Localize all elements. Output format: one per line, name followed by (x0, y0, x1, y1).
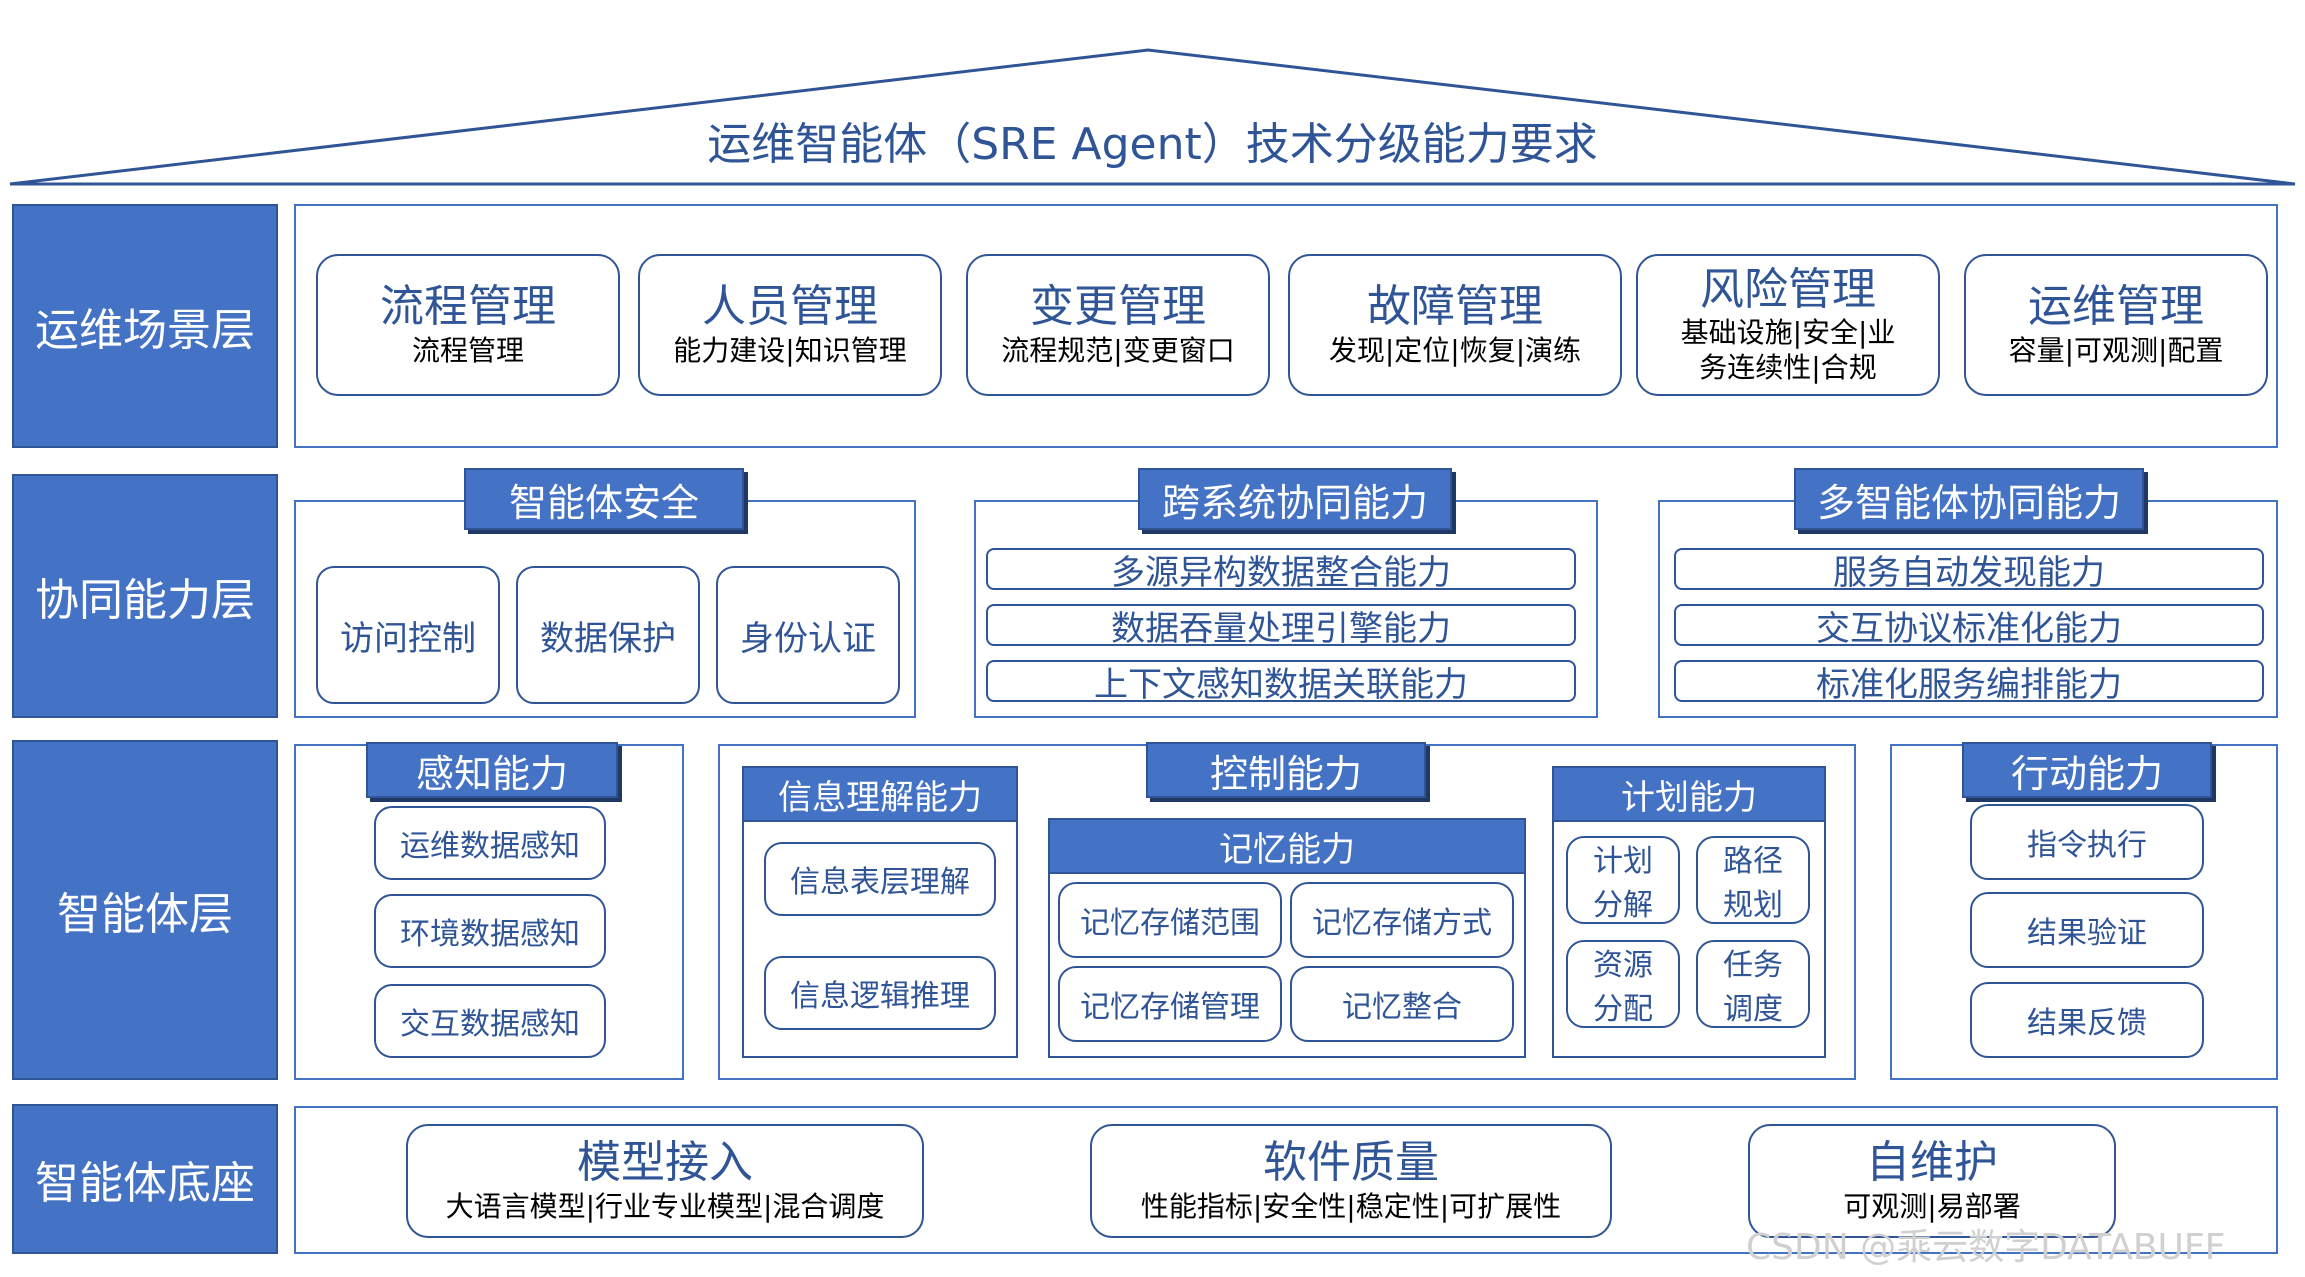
base-card-sub: 大语言模型|行业专业模型|混合调度 (445, 1189, 885, 1223)
roof-outline (9, 48, 2296, 186)
memory-management-box: 记忆存储管理 (1058, 966, 1282, 1042)
base-card-title: 自维护 (1866, 1137, 1998, 1189)
planning-header: 计划能力 (1552, 766, 1826, 822)
memory-header: 记忆能力 (1048, 818, 1526, 874)
base-card-self-maintenance: 自维护 可观测|易部署 (1748, 1124, 2116, 1238)
base-card-quality: 软件质量 性能指标|安全性|稳定性|可扩展性 (1090, 1124, 1612, 1238)
scene-card-risk: 风险管理 基础设施|安全|业 务连续性|合规 (1636, 254, 1940, 396)
perception-item-env-data: 环境数据感知 (374, 894, 606, 968)
base-card-title: 软件质量 (1263, 1137, 1439, 1189)
layer-label-collab: 协同能力层 (12, 474, 278, 718)
plan-resource-box: 资源 分配 (1566, 940, 1680, 1028)
layer-label-scene: 运维场景层 (12, 204, 278, 448)
scene-card-process: 流程管理 流程管理 (316, 254, 620, 396)
multi-agent-header: 多智能体协同能力 (1794, 468, 2144, 530)
plan-box-line1: 计划 (1593, 844, 1653, 879)
perception-item-ops-data: 运维数据感知 (374, 806, 606, 880)
scene-card-title: 流程管理 (380, 281, 556, 333)
plan-box-line2: 分解 (1593, 888, 1653, 923)
data-protection-box: 数据保护 (516, 566, 700, 704)
action-verify-box: 结果验证 (1970, 892, 2204, 968)
scene-card-sub: 基础设施|安全|业 (1680, 316, 1896, 350)
scene-card-change: 变更管理 流程规范|变更窗口 (966, 254, 1270, 396)
cross-item-2: 数据吞量处理引擎能力 (986, 604, 1576, 649)
watermark-text: CSDN @乘云数字DATABUFF (1746, 1227, 2226, 1266)
scene-card-title: 运维管理 (2028, 281, 2204, 333)
cross-item-1: 多源异构数据整合能力 (986, 548, 1576, 593)
security-header: 智能体安全 (464, 468, 744, 530)
cross-item-3: 上下文感知数据关联能力 (986, 660, 1576, 705)
layer-label-base: 智能体底座 (12, 1104, 278, 1254)
cross-system-header: 跨系统协同能力 (1138, 468, 1452, 530)
memory-method-box: 记忆存储方式 (1290, 882, 1514, 958)
info-logic-box: 信息逻辑推理 (764, 956, 996, 1030)
plan-box-line1: 路径 (1723, 844, 1783, 879)
base-card-title: 模型接入 (577, 1137, 753, 1189)
plan-box-line2: 规划 (1723, 888, 1783, 923)
base-card-sub: 可观测|易部署 (1843, 1189, 2021, 1223)
plan-schedule-box: 任务 调度 (1696, 940, 1810, 1028)
plan-box-line2: 调度 (1723, 992, 1783, 1027)
control-header: 控制能力 (1146, 742, 1426, 798)
plan-box-line1: 任务 (1723, 948, 1783, 983)
scene-card-sub: 流程规范|变更窗口 (1001, 333, 1235, 367)
diagram-title: 运维智能体（SRE Agent）技术分级能力要求 (707, 119, 1598, 170)
perception-item-interaction-data: 交互数据感知 (374, 984, 606, 1058)
action-header: 行动能力 (1962, 742, 2212, 798)
action-feedback-box: 结果反馈 (1970, 982, 2204, 1058)
scene-card-incident: 故障管理 发现|定位|恢复|演练 (1288, 254, 1622, 396)
scene-card-sub: 容量|可观测|配置 (2008, 333, 2224, 367)
scene-card-title: 人员管理 (702, 281, 878, 333)
scene-layer-panel (294, 204, 2278, 448)
scene-card-title: 故障管理 (1367, 281, 1543, 333)
plan-decompose-box: 计划 分解 (1566, 836, 1680, 924)
identity-auth-box: 身份认证 (716, 566, 900, 704)
plan-box-line2: 分配 (1593, 992, 1653, 1027)
scene-card-title: 变更管理 (1030, 281, 1206, 333)
memory-scope-box: 记忆存储范围 (1058, 882, 1282, 958)
plan-box-line1: 资源 (1593, 948, 1653, 983)
perception-header: 感知能力 (366, 742, 618, 798)
scene-card-ops: 运维管理 容量|可观测|配置 (1964, 254, 2268, 396)
action-execute-box: 指令执行 (1970, 804, 2204, 880)
scene-card-sub: 发现|定位|恢复|演练 (1328, 333, 1582, 367)
scene-card-sub: 流程管理 (411, 333, 524, 367)
scene-card-sub2: 务连续性|合规 (1699, 351, 1877, 385)
scene-card-people: 人员管理 能力建设|知识管理 (638, 254, 942, 396)
info-understanding-header: 信息理解能力 (742, 766, 1018, 822)
layer-label-agent: 智能体层 (12, 740, 278, 1080)
info-surface-box: 信息表层理解 (764, 842, 996, 916)
scene-card-title: 风险管理 (1700, 263, 1876, 315)
memory-integration-box: 记忆整合 (1290, 966, 1514, 1042)
multi-item-2: 交互协议标准化能力 (1674, 604, 2264, 649)
multi-item-3: 标准化服务编排能力 (1674, 660, 2264, 705)
scene-card-sub: 能力建设|知识管理 (673, 333, 907, 367)
base-card-model: 模型接入 大语言模型|行业专业模型|混合调度 (406, 1124, 924, 1238)
base-card-sub: 性能指标|安全性|稳定性|可扩展性 (1140, 1189, 1562, 1223)
plan-route-box: 路径 规划 (1696, 836, 1810, 924)
access-control-box: 访问控制 (316, 566, 500, 704)
multi-item-1: 服务自动发现能力 (1674, 548, 2264, 593)
